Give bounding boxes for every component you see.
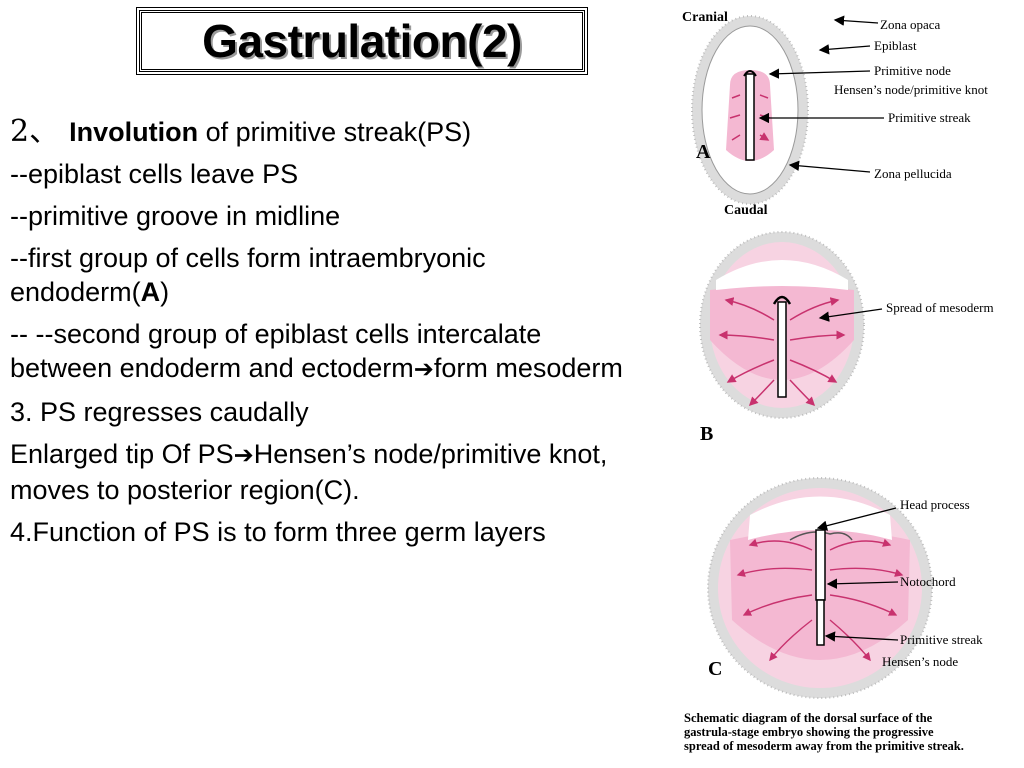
cranial-clear-area-b — [716, 260, 848, 290]
point-2-rest: of primitive streak(PS) — [205, 117, 472, 147]
line-second-group-result: form mesoderm — [433, 353, 623, 383]
primitive-streak-c — [816, 599, 825, 646]
slide-title: Gastrulation(2) — [202, 15, 522, 67]
primitive-streak-b — [777, 301, 787, 398]
line-first-group-ref: A — [140, 277, 161, 307]
line-first-group-close: ) — [160, 277, 170, 307]
line-ps-regresses: 3. PS regresses caudally — [10, 397, 309, 427]
point-2-bold-word: Involution — [69, 117, 199, 147]
line-second-group-text: -- --second group of epiblast cells inte… — [10, 319, 542, 383]
spread-mesoderm-label: Spread of mesoderm — [886, 300, 994, 315]
embryo-diagram: Cranial Zona opaca Epiblast Primitive no… — [682, 10, 994, 753]
line-first-group-text: --first group of cells form intraembryon… — [10, 243, 486, 307]
involution-arrows-a — [729, 94, 770, 140]
line-enlarged-tip: Enlarged tip Of PS➔Hensen’s node/primiti… — [10, 437, 630, 507]
line-function-ps: 4.Function of PS is to form three germ l… — [10, 517, 546, 547]
epiblast-label: Epiblast — [874, 38, 917, 53]
zona-pellucida-label: Zona pellucida — [874, 166, 952, 181]
primitive-streak-a — [745, 73, 755, 161]
primitive-node-b — [772, 295, 792, 305]
line-primitive-groove: --primitive groove in midline — [10, 201, 341, 231]
notochord-label: Notochord — [900, 574, 956, 589]
head-process-label: Head process — [900, 497, 970, 512]
line-enlarged-tip-text: Enlarged tip Of PS — [10, 439, 234, 469]
right-arrow-icon: ➔ — [233, 442, 254, 469]
line-epiblast-leave: --epiblast cells leave PS — [10, 159, 299, 189]
primitive-streak-label-a: Primitive streak — [888, 110, 971, 125]
caption-line-2: gastrula-stage embryo showing the progre… — [684, 725, 934, 739]
primitive-streak-label-c: Primitive streak — [900, 632, 983, 647]
line-first-group: --first group of cells form intraembryon… — [10, 241, 630, 309]
caudal-label: Caudal — [724, 203, 768, 218]
primitive-node-label: Primitive node — [874, 63, 951, 78]
line-second-group: -- --second group of epiblast cells inte… — [10, 317, 630, 387]
mesoderm-arrows-b — [718, 297, 846, 407]
head-process-c — [789, 531, 853, 541]
mesoderm-arrows-c — [736, 538, 904, 662]
title-box: Gastrulation(2) — [136, 7, 588, 75]
embryo-b — [699, 231, 865, 419]
point-2-heading: 2、 Involution of primitive streak(PS) — [10, 115, 630, 149]
line-enlarged-tip-result: Hensen’s node/primitive knot, moves to p… — [10, 439, 608, 505]
embryo-a — [691, 15, 809, 205]
caption-line-3: spread of mesoderm away from the primiti… — [684, 739, 964, 753]
hensen-knot-label: Hensen’s node/primitive knot — [834, 82, 988, 97]
right-arrow-icon: ➔ — [413, 356, 434, 383]
cranial-clear-area-c — [748, 496, 892, 540]
point-2-number: 2、 — [10, 114, 60, 149]
cranial-label: Cranial — [682, 10, 728, 25]
text-content: 2、 Involution of primitive streak(PS) --e… — [10, 115, 630, 557]
panel-c-label: C — [708, 658, 722, 680]
panel-a-label: A — [696, 141, 711, 163]
notochord-c — [815, 529, 826, 601]
primitive-node-a — [743, 70, 757, 77]
zona-opaca-label: Zona opaca — [880, 17, 941, 32]
panel-b-label: B — [700, 423, 713, 445]
caption-line-1: Schematic diagram of the dorsal surface … — [684, 711, 933, 725]
hensens-node-label: Hensen’s node — [882, 654, 958, 669]
